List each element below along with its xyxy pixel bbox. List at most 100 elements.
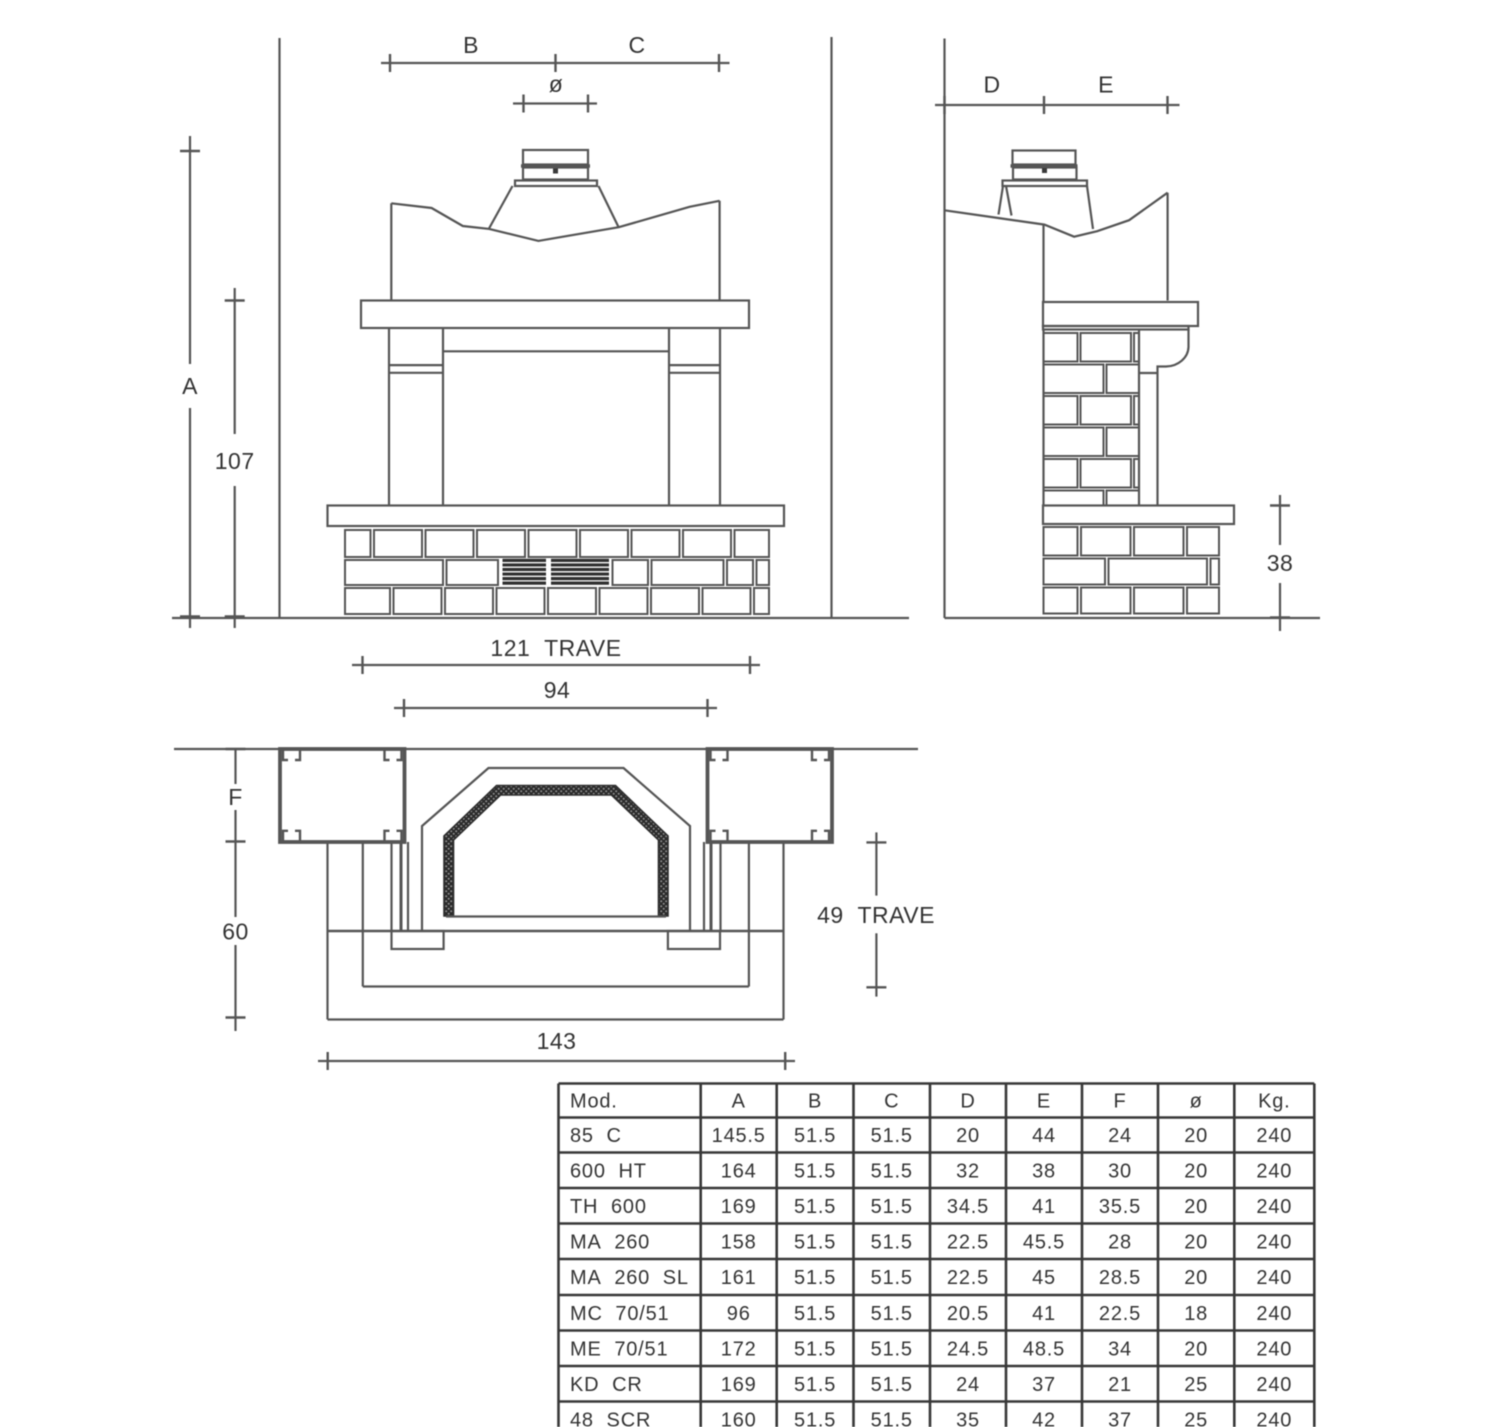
- svg-text:240: 240: [1256, 1338, 1292, 1360]
- svg-text:51.5: 51.5: [871, 1409, 913, 1427]
- svg-text:60: 60: [222, 919, 249, 945]
- svg-text:51.5: 51.5: [871, 1125, 913, 1147]
- svg-text:Kg.: Kg.: [1258, 1091, 1290, 1113]
- svg-text:121 TRAVE: 121 TRAVE: [490, 635, 621, 661]
- svg-text:35.5: 35.5: [1099, 1196, 1141, 1218]
- svg-text:51.5: 51.5: [794, 1303, 836, 1325]
- svg-text:28.5: 28.5: [1099, 1267, 1141, 1289]
- svg-text:42: 42: [1032, 1409, 1056, 1427]
- svg-text:20: 20: [1184, 1125, 1208, 1147]
- svg-text:85 C: 85 C: [570, 1125, 622, 1147]
- svg-text:51.5: 51.5: [794, 1196, 836, 1218]
- svg-text:20: 20: [1184, 1267, 1208, 1289]
- svg-text:KD CR: KD CR: [570, 1374, 643, 1396]
- svg-text:D: D: [960, 1091, 975, 1113]
- svg-text:240: 240: [1256, 1374, 1292, 1396]
- svg-text:24.5: 24.5: [947, 1338, 989, 1360]
- svg-text:38: 38: [1032, 1160, 1056, 1182]
- svg-text:51.5: 51.5: [794, 1374, 836, 1396]
- svg-text:20.5: 20.5: [947, 1303, 989, 1325]
- svg-text:F: F: [1113, 1091, 1126, 1113]
- svg-text:240: 240: [1256, 1196, 1292, 1218]
- svg-text:MC 70/51: MC 70/51: [570, 1303, 669, 1325]
- svg-text:34.5: 34.5: [947, 1196, 989, 1218]
- svg-text:41: 41: [1032, 1196, 1056, 1218]
- svg-text:B: B: [808, 1091, 822, 1113]
- svg-text:25: 25: [1184, 1374, 1208, 1396]
- svg-text:A: A: [732, 1091, 746, 1113]
- svg-text:51.5: 51.5: [794, 1160, 836, 1182]
- svg-text:145.5: 145.5: [712, 1125, 766, 1147]
- svg-text:22.5: 22.5: [1099, 1303, 1141, 1325]
- svg-text:37: 37: [1108, 1409, 1132, 1427]
- svg-text:B: B: [463, 32, 479, 58]
- svg-text:48 SCR: 48 SCR: [570, 1409, 651, 1427]
- svg-text:18: 18: [1184, 1303, 1208, 1325]
- svg-text:51.5: 51.5: [871, 1303, 913, 1325]
- svg-text:20: 20: [956, 1125, 980, 1147]
- svg-text:22.5: 22.5: [947, 1231, 989, 1253]
- svg-text:600 HT: 600 HT: [570, 1160, 647, 1182]
- svg-text:160: 160: [721, 1409, 757, 1427]
- svg-text:240: 240: [1256, 1125, 1292, 1147]
- svg-text:ME 70/51: ME 70/51: [570, 1338, 668, 1360]
- svg-text:C: C: [884, 1091, 899, 1113]
- svg-text:C: C: [628, 32, 645, 58]
- svg-text:21: 21: [1108, 1374, 1132, 1396]
- svg-text:TH 600: TH 600: [570, 1196, 647, 1218]
- svg-text:94: 94: [544, 677, 571, 703]
- svg-text:51.5: 51.5: [871, 1267, 913, 1289]
- svg-text:24: 24: [1108, 1125, 1132, 1147]
- svg-text:44: 44: [1032, 1125, 1056, 1147]
- svg-text:25: 25: [1184, 1409, 1208, 1427]
- svg-text:30: 30: [1108, 1160, 1132, 1182]
- svg-text:MA 260: MA 260: [570, 1231, 650, 1253]
- svg-text:Mod.: Mod.: [570, 1091, 618, 1113]
- svg-text:32: 32: [956, 1160, 980, 1182]
- svg-text:169: 169: [721, 1196, 757, 1218]
- svg-text:158: 158: [721, 1231, 757, 1253]
- svg-text:ø: ø: [1190, 1091, 1203, 1113]
- svg-text:48.5: 48.5: [1023, 1338, 1065, 1360]
- svg-text:20: 20: [1184, 1231, 1208, 1253]
- svg-text:22.5: 22.5: [947, 1267, 989, 1289]
- svg-text:51.5: 51.5: [871, 1231, 913, 1253]
- svg-text:96: 96: [727, 1303, 751, 1325]
- svg-text:240: 240: [1256, 1231, 1292, 1253]
- svg-text:35: 35: [956, 1409, 980, 1427]
- svg-text:E: E: [1037, 1091, 1051, 1113]
- svg-text:240: 240: [1256, 1409, 1292, 1427]
- svg-text:51.5: 51.5: [794, 1409, 836, 1427]
- svg-text:20: 20: [1184, 1196, 1208, 1218]
- svg-text:240: 240: [1256, 1267, 1292, 1289]
- svg-text:49 TRAVE: 49 TRAVE: [817, 902, 935, 928]
- svg-text:F: F: [228, 784, 243, 810]
- svg-text:107: 107: [215, 448, 255, 474]
- svg-text:51.5: 51.5: [871, 1196, 913, 1218]
- svg-text:164: 164: [721, 1160, 757, 1182]
- svg-text:51.5: 51.5: [871, 1374, 913, 1396]
- svg-text:41: 41: [1032, 1303, 1056, 1325]
- svg-text:51.5: 51.5: [871, 1338, 913, 1360]
- svg-text:ø: ø: [549, 71, 564, 97]
- svg-text:37: 37: [1032, 1374, 1056, 1396]
- svg-text:20: 20: [1184, 1338, 1208, 1360]
- svg-text:45.5: 45.5: [1023, 1231, 1065, 1253]
- svg-text:38: 38: [1267, 550, 1294, 576]
- svg-text:169: 169: [721, 1374, 757, 1396]
- svg-text:45: 45: [1032, 1267, 1056, 1289]
- svg-text:51.5: 51.5: [794, 1125, 836, 1147]
- svg-text:161: 161: [721, 1267, 757, 1289]
- svg-text:34: 34: [1108, 1338, 1132, 1360]
- svg-text:28: 28: [1108, 1231, 1132, 1253]
- svg-text:51.5: 51.5: [871, 1160, 913, 1182]
- svg-text:E: E: [1098, 72, 1114, 98]
- svg-text:172: 172: [721, 1338, 757, 1360]
- svg-text:143: 143: [537, 1028, 577, 1054]
- svg-text:51.5: 51.5: [794, 1338, 836, 1360]
- svg-text:D: D: [983, 72, 1000, 98]
- svg-text:A: A: [182, 373, 198, 399]
- svg-text:240: 240: [1256, 1303, 1292, 1325]
- svg-text:240: 240: [1256, 1160, 1292, 1182]
- svg-text:51.5: 51.5: [794, 1267, 836, 1289]
